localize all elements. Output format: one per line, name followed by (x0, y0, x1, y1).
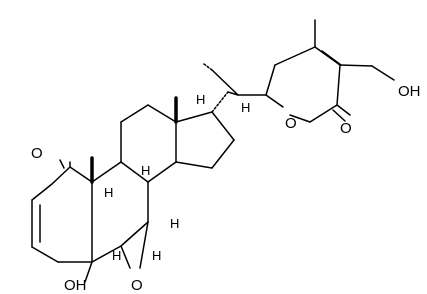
h-c14: H (170, 216, 179, 231)
h-c8: H (141, 163, 150, 178)
side-chain (203, 63, 267, 113)
c5-oh-bond (84, 261, 93, 283)
h-c9: H (104, 185, 113, 200)
h-c7: H (152, 248, 161, 263)
hydroxyl-c5: OH (64, 277, 87, 294)
epoxide (120, 221, 149, 269)
ring-c (120, 104, 177, 183)
h-c6: H (112, 248, 121, 263)
lactone-ring (265, 19, 395, 123)
epoxide-oxygen: O (131, 277, 143, 294)
ring-b (91, 161, 149, 263)
hydroxymethyl-oh: OH (398, 83, 421, 100)
ketone-oxygen: O (31, 145, 43, 162)
ring-d (175, 111, 235, 169)
h-c17: H (196, 92, 205, 107)
h-c22: H (241, 100, 250, 115)
ring-a (31, 159, 93, 263)
lactone-ring-oxygen: O (285, 115, 297, 132)
lactone-carbonyl-oxygen: O (340, 120, 352, 137)
